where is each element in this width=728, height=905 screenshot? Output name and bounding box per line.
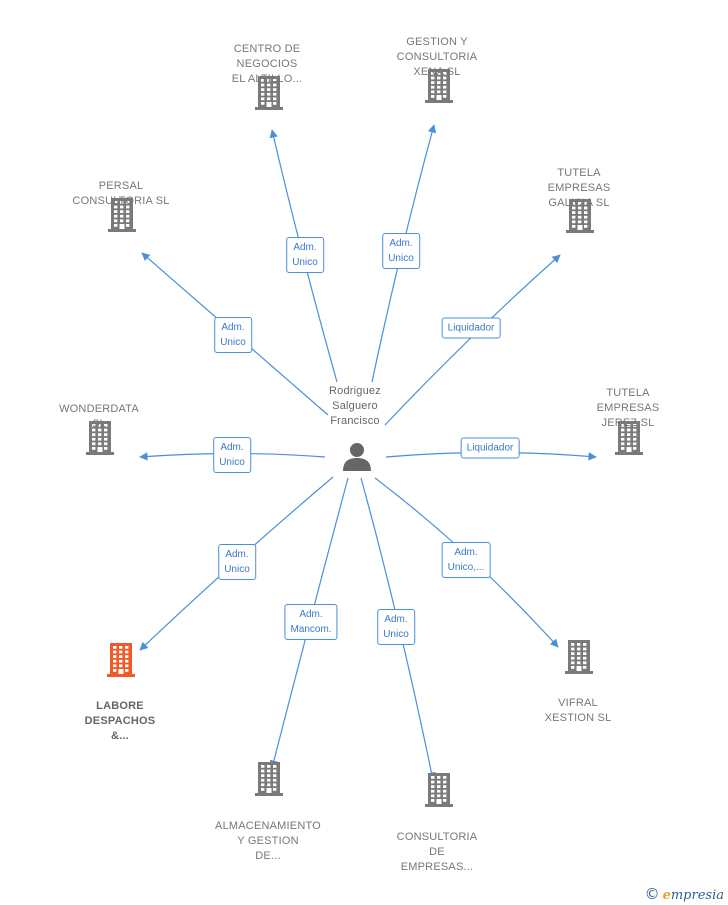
edge-role-text: Liquidador [447, 322, 495, 334]
edge-role-text: Liquidador [466, 442, 514, 454]
building-icon[interactable] [254, 74, 284, 110]
building-icon[interactable] [85, 419, 115, 455]
company-name-line: TUTELA [557, 167, 601, 179]
company-name-line: EMPRESAS [596, 402, 660, 414]
person-icon[interactable] [341, 440, 373, 472]
edge-role-text: Adm. [225, 549, 249, 560]
edge-role-text: Adm. [221, 322, 245, 333]
company-name-line: EMPRESAS [547, 182, 611, 194]
building-icon[interactable] [565, 197, 595, 233]
edge-role-text: Unico [219, 457, 245, 468]
company-name-line: ALMACENAMIENTO [215, 820, 321, 832]
company-name-line: DE [429, 846, 445, 858]
company-label-jerez[interactable]: TUTELA EMPRESAS JEREZ SL [553, 386, 703, 431]
company-name-line: JEREZ SL [601, 417, 655, 429]
edge-role-label[interactable]: Adm. Unico [218, 544, 256, 580]
edge-role-text: Adm. [293, 242, 317, 253]
edge-role-text: Unico [220, 337, 246, 348]
edge-role-label[interactable]: Liquidador [441, 317, 501, 339]
center-name-line: Rodriguez [329, 385, 381, 397]
company-name-line: PERSAL [98, 180, 144, 192]
edge-role-label[interactable]: Liquidador [460, 437, 520, 459]
company-label-almacen[interactable]: ALMACENAMIENTO Y GESTION DE... [193, 819, 343, 864]
edge-role-text: Adm. [454, 547, 478, 558]
company-name-line: Y GESTION [237, 835, 299, 847]
edge-role-text: Adm. [220, 442, 244, 453]
building-icon[interactable] [106, 641, 136, 677]
company-label-wonder[interactable]: WONDERDATA SL [24, 402, 174, 432]
brand-name: mpresia [670, 888, 724, 903]
copyright-icon: © [644, 885, 660, 903]
edge-role-text: Mancom. [290, 624, 332, 635]
company-name-line: EL ALTILLO... [231, 73, 303, 85]
company-name-line: VIFRAL [558, 697, 598, 709]
company-label-gestion[interactable]: GESTION Y CONSULTORIA XENA SL [362, 35, 512, 80]
company-name-line: SL [92, 418, 106, 430]
company-name-line: DE... [255, 850, 281, 862]
company-name-line: CONSULTORIA [396, 831, 478, 843]
company-label-centro[interactable]: CENTRO DE NEGOCIOS EL ALTILLO... [192, 42, 342, 87]
edge-role-label[interactable]: Adm. Unico [377, 609, 415, 645]
building-icon[interactable] [424, 67, 454, 103]
edge-role-text: Unico [388, 253, 414, 264]
brand-initial: e [662, 888, 671, 903]
company-label-persal[interactable]: PERSAL CONSULTORIA SL [46, 179, 196, 209]
company-name-line: GESTION Y [406, 36, 468, 48]
company-label-galicia[interactable]: TUTELA EMPRESAS GALICIA SL [504, 166, 654, 211]
company-name-line: DESPACHOS [84, 715, 156, 727]
center-name-line: Salguero [332, 400, 378, 412]
center-person-label: Rodriguez Salguero Francisco [280, 384, 430, 429]
edge-role-label[interactable]: Adm. Unico,... [441, 542, 491, 578]
company-name-line: WONDERDATA [59, 403, 139, 415]
company-name-line: CONSULTORIA SL [72, 195, 170, 207]
company-name-line: EMPRESAS... [400, 861, 474, 873]
company-label-consult[interactable]: CONSULTORIA DE EMPRESAS... [362, 830, 512, 875]
company-name-line: &... [111, 730, 129, 742]
edge-role-label[interactable]: Adm. Unico [214, 317, 252, 353]
company-name-line: XENA SL [413, 66, 461, 78]
company-name-line: CENTRO DE [233, 43, 301, 55]
company-name-line: CONSULTORIA [396, 51, 478, 63]
building-icon[interactable] [254, 760, 284, 796]
edge-role-text: Unico,... [447, 562, 485, 573]
edge-role-label[interactable]: Adm. Mancom. [284, 604, 338, 640]
center-name-line: Francisco [330, 415, 380, 427]
building-icon[interactable] [424, 771, 454, 807]
edge-role-text: Unico [224, 564, 250, 575]
edge-role-label[interactable]: Adm. Unico [213, 437, 251, 473]
building-icon[interactable] [107, 196, 137, 232]
edge-role-label[interactable]: Adm. Unico [286, 237, 324, 273]
company-name-line: GALICIA SL [548, 197, 610, 209]
building-icon[interactable] [614, 419, 644, 455]
edge-role-text: Adm. [299, 609, 323, 620]
company-label-labore[interactable]: LABORE DESPACHOS &... [45, 699, 195, 744]
brand-watermark: ©empresia [645, 885, 724, 903]
building-icon[interactable] [564, 638, 594, 674]
company-name-line: XESTION SL [544, 712, 612, 724]
edge-role-text: Adm. [389, 238, 413, 249]
edge-role-text: Unico [292, 257, 318, 268]
company-name-line: TUTELA [606, 387, 650, 399]
company-name-line: NEGOCIOS [236, 58, 298, 70]
company-label-vifral[interactable]: VIFRAL XESTION SL [503, 696, 653, 726]
edge-role-text: Adm. [384, 614, 408, 625]
company-name-line: LABORE [96, 700, 144, 712]
edge-role-label[interactable]: Adm. Unico [382, 233, 420, 269]
edge-role-text: Unico [383, 629, 409, 640]
